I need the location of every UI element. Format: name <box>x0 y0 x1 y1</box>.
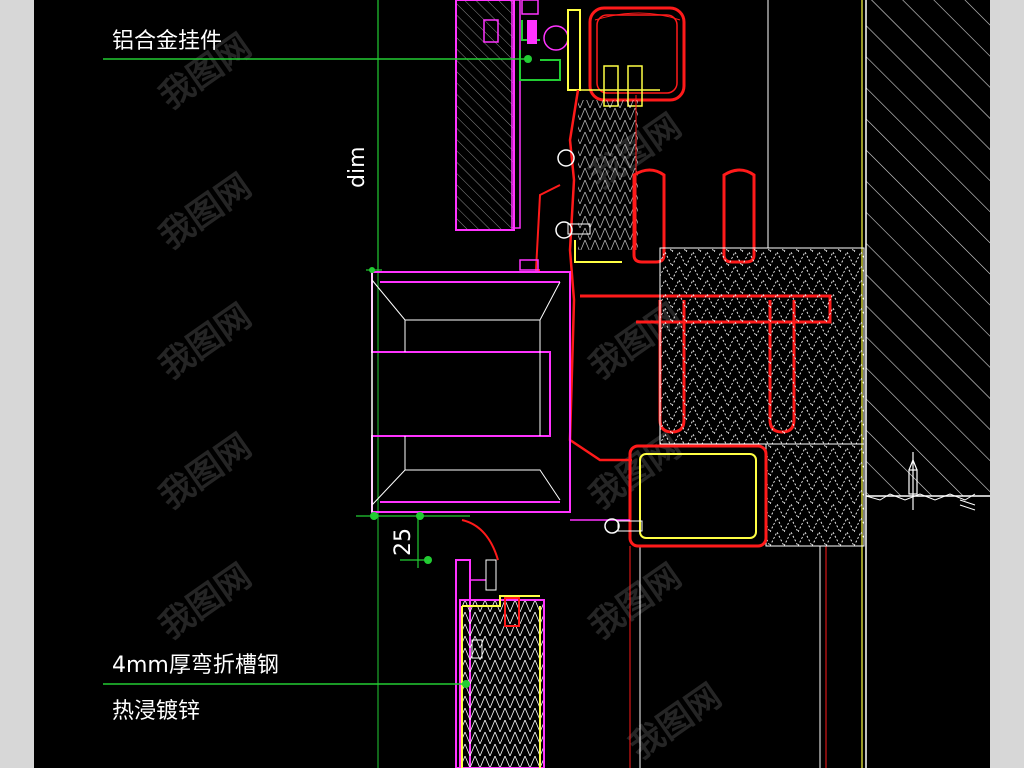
dimension-markers <box>369 267 432 564</box>
watermark-text: 我图网 <box>152 426 258 517</box>
concrete-wall <box>865 0 990 768</box>
bracket-plate <box>519 149 622 271</box>
steel-hollow-section <box>461 444 768 561</box>
lower-stone-panel <box>455 559 545 768</box>
watermark-text: 我图网 <box>152 556 258 647</box>
dim-label: dim <box>345 146 370 188</box>
left-border <box>0 0 34 768</box>
section-detail-svg: 我图网 我图网 我图网 我图网 我图网 我图网 我图网 我图网 我图网 我图网 <box>103 0 990 768</box>
dimension-lines <box>356 0 470 568</box>
leader-lines <box>103 58 528 685</box>
insulation-block <box>580 247 865 547</box>
watermark-text: 我图网 <box>152 166 258 257</box>
anchor-bolt-icon <box>908 452 918 510</box>
label-channel-steel: 4mm厚弯折槽钢 <box>112 653 279 678</box>
label-aluminium-bracket: 铝合金挂件 <box>112 29 222 54</box>
channel-profile <box>371 271 571 513</box>
right-border <box>990 0 1024 768</box>
upper-stone-panel <box>455 0 521 231</box>
leader-markers <box>462 55 532 688</box>
watermark-text: 我图网 <box>582 556 688 647</box>
steel-column <box>568 89 638 462</box>
watermark-text: 我图网 <box>622 676 728 767</box>
watermark-text: 我图网 <box>152 296 258 387</box>
gap-dimension-label: 25 <box>391 528 416 556</box>
label-hot-dip-galvanized: 热浸镀锌 <box>112 699 200 724</box>
drawing-canvas: 我图网 我图网 我图网 我图网 我图网 我图网 我图网 我图网 我图网 我图网 <box>34 0 990 768</box>
